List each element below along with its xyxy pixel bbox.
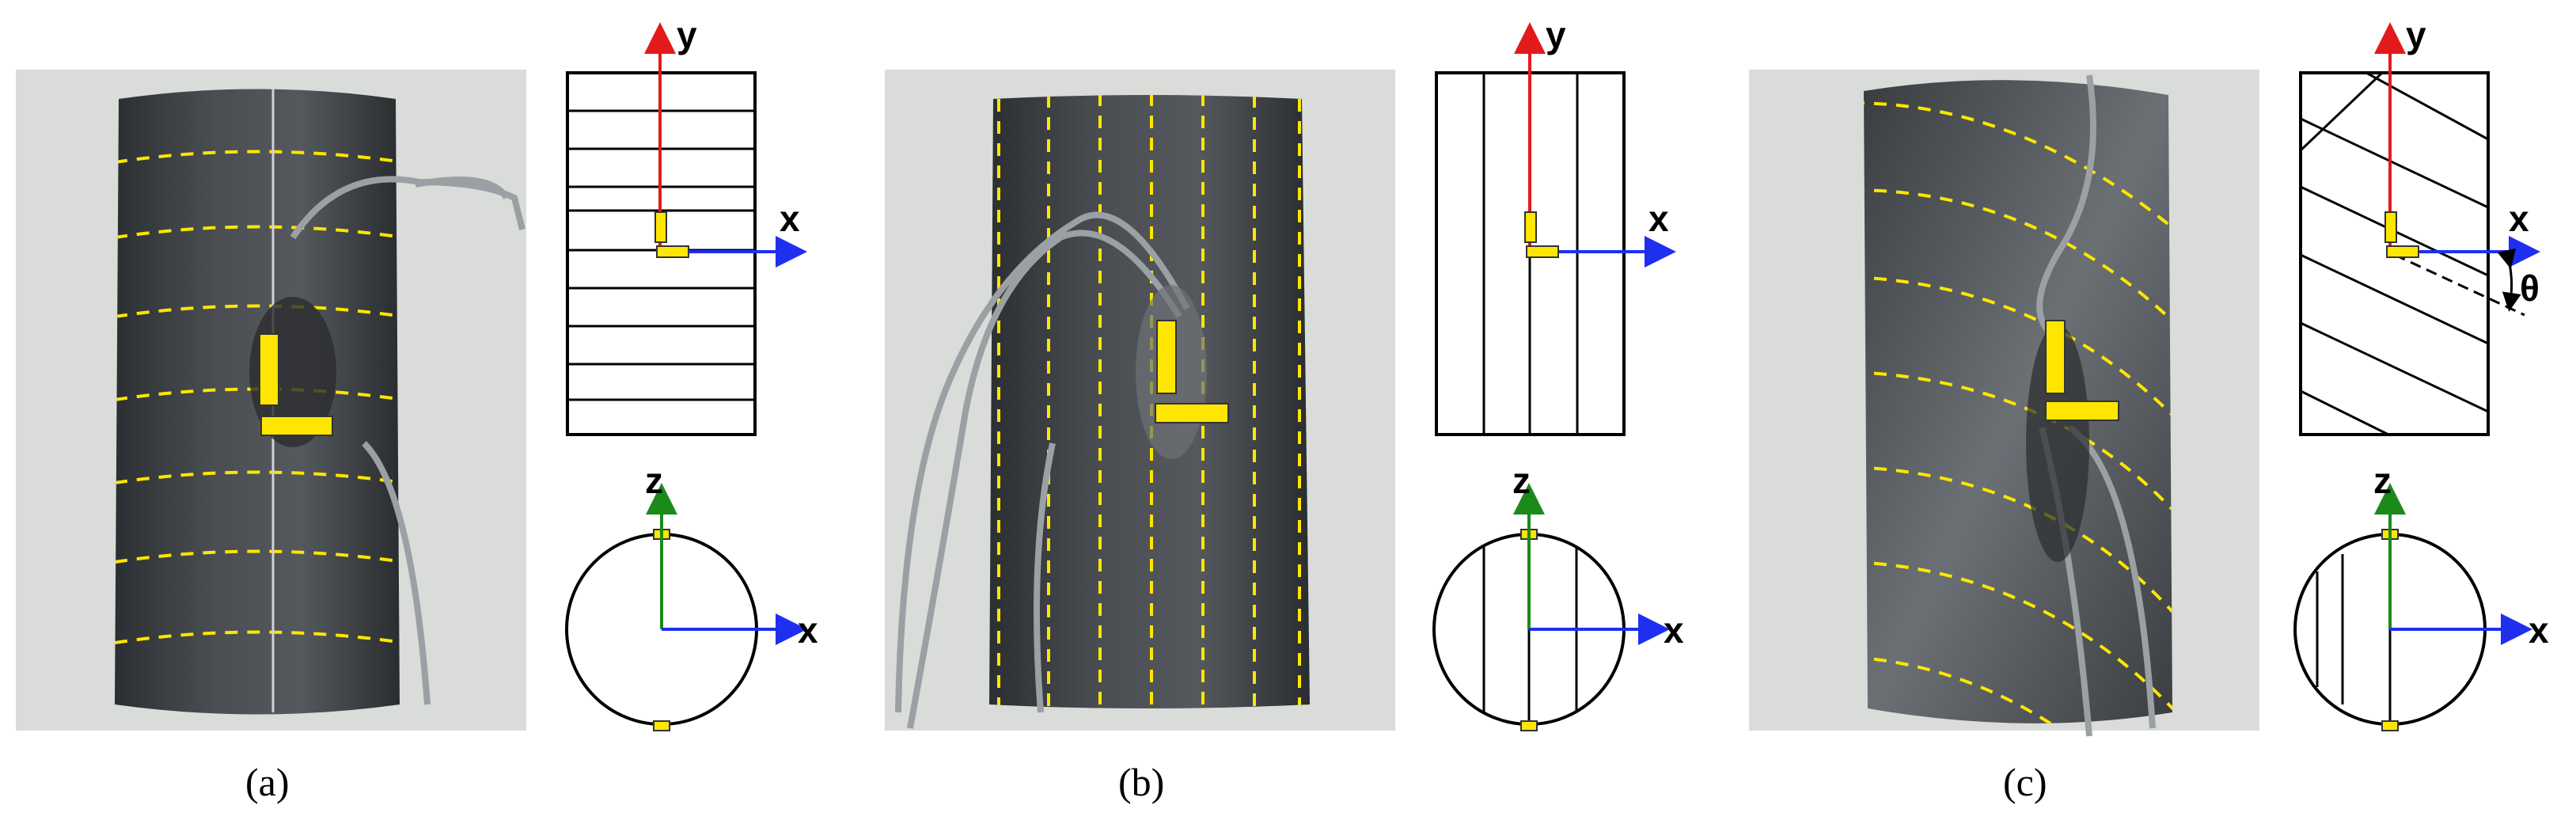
strain-gauge-axial [1156, 320, 1177, 394]
panel-c-top-schematic: z x [2293, 460, 2549, 731]
x-axis-label: x [2529, 609, 2549, 651]
strain-gauge-lateral [260, 416, 333, 436]
wire [907, 230, 1182, 729]
panel-caption: (a) [245, 760, 290, 804]
y-axis-label: y [1546, 14, 1566, 55]
x-axis-label: x [798, 609, 818, 651]
bedding-direction-line [2394, 253, 2525, 317]
wire [895, 211, 1190, 713]
strain-gauge-axial [259, 333, 279, 406]
y-axis-label: y [677, 14, 697, 55]
x-axis-label: x [1664, 609, 1684, 651]
strain-gauge-axial [1524, 211, 1537, 243]
layer-lines-inclined [2299, 71, 2384, 152]
panel-caption: (c) [2003, 760, 2047, 804]
glue-patch [2026, 325, 2089, 562]
wire [2036, 74, 2096, 335]
strain-gauge-lateral [1526, 245, 1559, 258]
x-axis-label: x [2509, 198, 2529, 239]
panel-c-front-schematic: y x θ [2299, 14, 2540, 436]
rock-specimen [1864, 80, 2172, 723]
strain-gauge-lateral [2045, 401, 2119, 421]
panel-caption: (b) [1118, 760, 1164, 804]
strain-gauge-axial [2384, 211, 2397, 243]
z-axis-label: z [2373, 460, 2392, 501]
panel-a-photo [16, 70, 526, 731]
strain-gauge-lateral [656, 245, 689, 258]
wire [415, 176, 510, 200]
strain-gauge-lateral [2386, 245, 2419, 258]
strain-gauge-bottom [2381, 720, 2399, 731]
panel-b-photo [885, 70, 1395, 731]
x-axis-label: x [1648, 198, 1669, 239]
strain-gauge-bottom [1520, 720, 1538, 731]
panel-c-photo [1749, 70, 2259, 737]
theta-label: θ [2520, 268, 2540, 309]
strain-gauge-lateral [1155, 403, 1229, 423]
x-axis-label: x [780, 198, 800, 239]
strain-gauge-axial [654, 211, 667, 243]
strain-gauge-axial [2045, 320, 2066, 394]
bedding-overlay-b [997, 95, 1301, 708]
wire [362, 441, 431, 705]
panel-b: y x z x (b) [885, 14, 1684, 804]
theta-arc [2497, 248, 2521, 312]
panel-b-top-schematic: z x [1432, 460, 1684, 731]
z-axis-label: z [645, 460, 663, 501]
panel-c: y x θ z x (c) [1749, 14, 2549, 804]
z-axis-label: z [1512, 460, 1531, 501]
panel-a-top-schematic: z x [565, 460, 818, 731]
y-axis-label: y [2406, 14, 2426, 55]
panel-a: y x z x (a) [16, 14, 818, 804]
bedding-overlay-c [1864, 101, 2172, 723]
strain-gauge-bottom [653, 720, 670, 731]
panel-b-front-schematic: y x [1435, 14, 1676, 436]
panel-a-front-schematic: y x [566, 14, 807, 436]
wire [1034, 442, 1056, 713]
